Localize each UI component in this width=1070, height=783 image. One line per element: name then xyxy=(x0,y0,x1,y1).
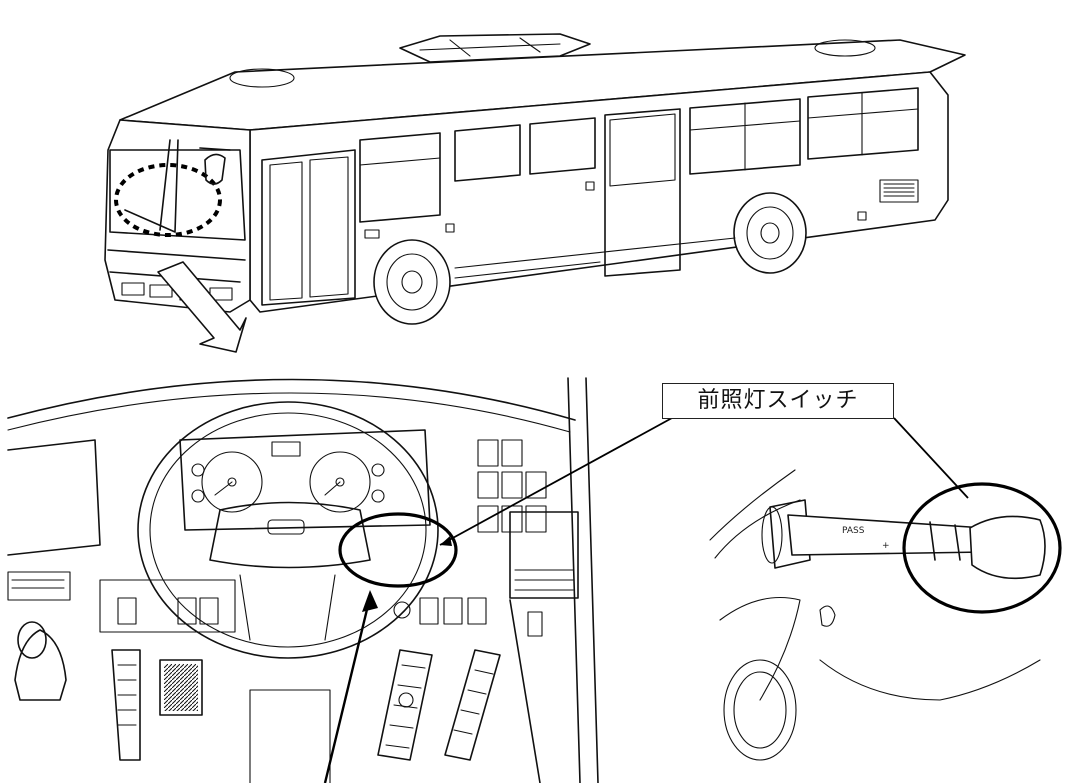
headlight-switch-callout: 前照灯スイッチ xyxy=(662,383,894,419)
bus-illustration xyxy=(104,33,966,325)
rear-wheel xyxy=(733,192,807,274)
switch-highlight-ellipse xyxy=(902,482,1062,614)
pointer-line-callout-to-cockpit xyxy=(439,417,673,546)
svg-text:+: + xyxy=(882,541,890,551)
front-wheel xyxy=(373,239,451,325)
switch-panel xyxy=(477,439,579,599)
svg-text:PASS: PASS xyxy=(842,526,865,536)
zoom-arrow xyxy=(157,261,247,353)
wiper-highlight-circle xyxy=(114,163,222,237)
pointer-line-callout-to-closeup xyxy=(893,417,969,499)
cockpit-illustration xyxy=(7,377,599,783)
pointer-line-bottom xyxy=(323,596,372,783)
lever-highlight-ellipse xyxy=(338,512,458,588)
lever-closeup: PASS + xyxy=(709,469,1062,761)
